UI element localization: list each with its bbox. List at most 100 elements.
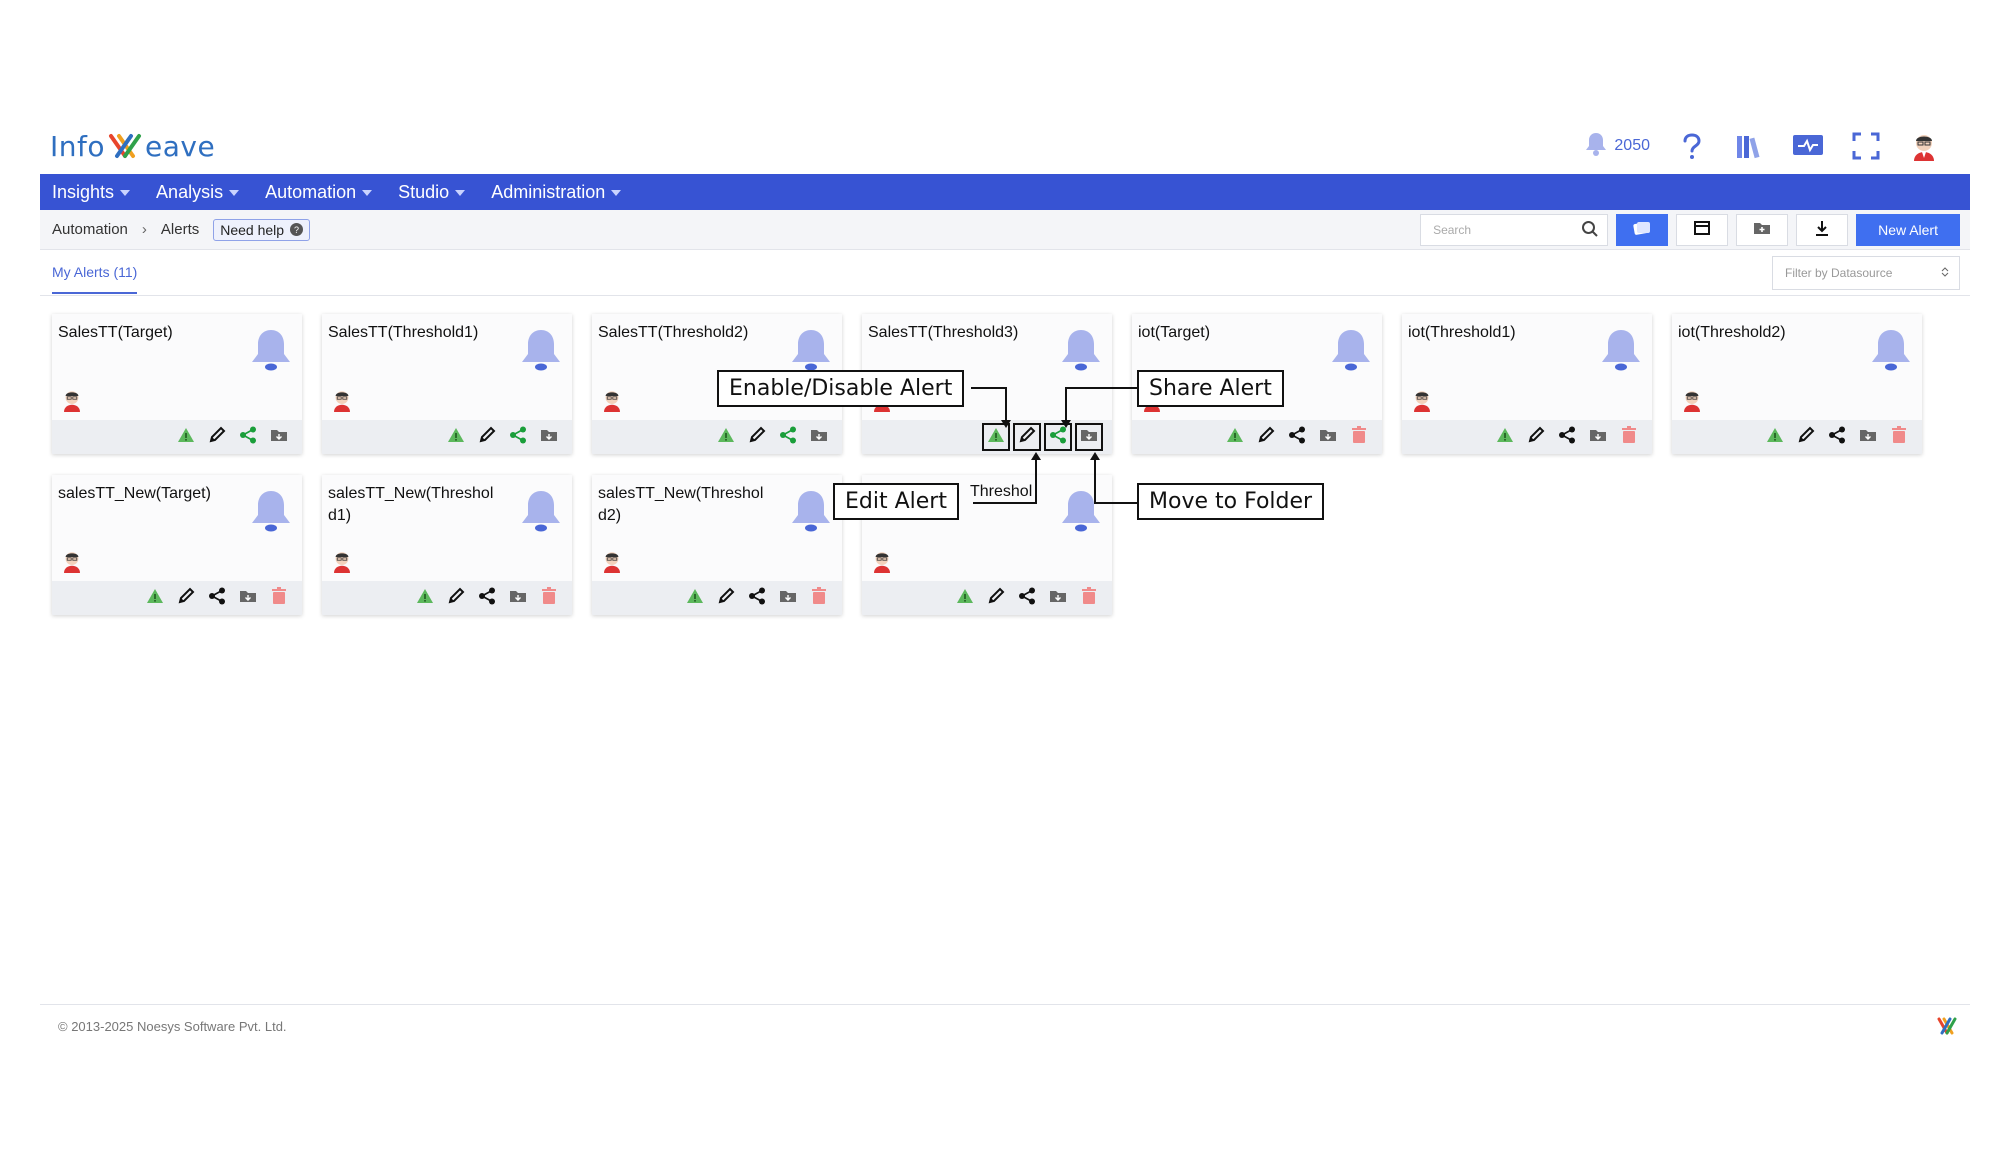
owner-avatar <box>600 549 624 573</box>
share-button[interactable] <box>1018 587 1036 607</box>
filter-placeholder: Filter by Datasource <box>1785 266 1893 280</box>
move-to-folder-button[interactable] <box>1049 589 1067 607</box>
alert-card-title[interactable]: iot(Threshold2) <box>1678 324 1786 341</box>
breadcrumb-automation[interactable]: Automation <box>52 221 128 238</box>
edit-button[interactable] <box>478 426 496 446</box>
library-icon[interactable] <box>1734 130 1766 162</box>
notifications[interactable]: 2050 <box>1584 131 1650 162</box>
nav-administration[interactable]: Administration <box>491 182 622 203</box>
delete-button[interactable] <box>270 586 288 607</box>
user-avatar[interactable] <box>1908 130 1940 162</box>
enable-disable-button[interactable] <box>956 588 974 607</box>
delete-button[interactable] <box>540 586 558 607</box>
share-button[interactable] <box>1288 426 1306 446</box>
delete-button[interactable] <box>1890 425 1908 446</box>
delete-button[interactable] <box>1080 586 1098 607</box>
move-to-folder-button[interactable] <box>779 589 797 607</box>
alert-card[interactable]: SalesTT(Threshold1) <box>322 314 572 454</box>
alert-card[interactable]: salesTT_New(Target) <box>52 475 302 615</box>
fullscreen-icon[interactable] <box>1850 130 1882 162</box>
share-button[interactable] <box>509 426 527 446</box>
alert-card-title[interactable]: SalesTT(Target) <box>58 324 173 341</box>
share-button[interactable] <box>1044 423 1072 451</box>
alert-card-title[interactable]: salesTT_New(Threshol d2) <box>598 485 764 524</box>
pencil-icon <box>987 587 1005 610</box>
move-to-folder-button[interactable] <box>270 428 288 446</box>
enable-disable-button[interactable] <box>146 588 164 607</box>
enable-disable-button[interactable] <box>686 588 704 607</box>
edit-button[interactable] <box>1797 426 1815 446</box>
share-button[interactable] <box>239 426 257 449</box>
edit-button[interactable] <box>177 587 195 607</box>
delete-button[interactable] <box>1620 425 1638 446</box>
move-to-folder-button[interactable] <box>1589 428 1607 446</box>
nav-automation[interactable]: Automation <box>265 182 373 203</box>
share-button[interactable] <box>208 587 226 607</box>
nav-studio[interactable]: Studio <box>398 182 466 203</box>
edit-button[interactable] <box>748 426 766 446</box>
move-to-folder-button[interactable] <box>1319 428 1337 446</box>
edit-button[interactable] <box>208 426 226 446</box>
move-to-folder-button[interactable] <box>1859 428 1877 446</box>
alert-card-title[interactable]: iot(Target) <box>1138 324 1211 341</box>
need-help-button[interactable]: Need help ? <box>213 218 311 241</box>
share-icon <box>239 426 257 449</box>
enable-disable-button[interactable] <box>1766 427 1784 446</box>
alert-card[interactable]: SalesTT(Target) <box>52 314 302 454</box>
need-help-label: Need help <box>220 221 285 238</box>
edit-button[interactable] <box>447 587 465 607</box>
edit-button[interactable] <box>1527 426 1545 446</box>
alert-card[interactable]: iot(Threshold1) <box>1402 314 1652 454</box>
edit-button[interactable] <box>1013 423 1041 451</box>
help-icon[interactable] <box>1676 130 1708 162</box>
folder-move-icon <box>1319 427 1337 448</box>
alert-card-title[interactable]: SalesTT(Threshold3) <box>868 324 1019 341</box>
move-to-folder-button[interactable] <box>1075 423 1103 451</box>
alert-card[interactable]: salesTT_New(Threshol d1) <box>322 475 572 615</box>
share-button[interactable] <box>1558 426 1576 446</box>
alert-card-title[interactable]: SalesTT(Threshold1) <box>328 324 479 341</box>
datasource-filter-select[interactable]: Filter by Datasource <box>1772 256 1960 290</box>
enable-disable-button[interactable] <box>982 423 1010 451</box>
alert-card[interactable]: salesTT_New(Threshol d2) <box>592 475 842 615</box>
card-actions <box>1402 420 1652 454</box>
alert-card[interactable]: iot(Threshold2) <box>1672 314 1922 454</box>
card-actions <box>52 581 302 615</box>
new-folder-button[interactable] <box>1736 214 1789 246</box>
nav-analysis[interactable]: Analysis <box>156 182 240 203</box>
nav-insights[interactable]: Insights <box>52 182 131 203</box>
infoveave-logo[interactable]: Info eave <box>50 130 215 163</box>
edit-button[interactable] <box>717 587 735 607</box>
enable-disable-button[interactable] <box>447 427 465 446</box>
chevron-down-icon <box>455 190 466 196</box>
new-alert-button[interactable]: New Alert <box>1856 214 1960 246</box>
share-button[interactable] <box>779 426 797 446</box>
enable-disable-button[interactable] <box>717 427 735 446</box>
enable-disable-button[interactable] <box>177 427 195 446</box>
enable-disable-button[interactable] <box>416 588 434 607</box>
search-input[interactable]: Search <box>1420 214 1609 246</box>
share-button[interactable] <box>1828 426 1846 446</box>
move-to-folder-button[interactable] <box>509 589 527 607</box>
list-view-button[interactable] <box>1676 214 1729 246</box>
bell-icon <box>520 326 562 374</box>
alert-card-title[interactable]: SalesTT(Threshold2) <box>598 324 749 341</box>
delete-button[interactable] <box>810 586 828 607</box>
monitor-icon[interactable] <box>1792 130 1824 162</box>
alert-card-title[interactable]: salesTT_New(Threshol d1) <box>328 485 494 524</box>
move-to-folder-button[interactable] <box>810 428 828 446</box>
move-to-folder-button[interactable] <box>540 428 558 446</box>
download-button[interactable] <box>1796 214 1849 246</box>
enable-disable-button[interactable] <box>1496 427 1514 446</box>
share-button[interactable] <box>748 587 766 607</box>
alert-card-title[interactable]: salesTT_New(Target) <box>58 485 211 502</box>
share-button[interactable] <box>478 587 496 607</box>
move-to-folder-button[interactable] <box>239 589 257 607</box>
edit-button[interactable] <box>1257 426 1275 446</box>
delete-button[interactable] <box>1350 425 1368 446</box>
card-view-button[interactable] <box>1616 214 1669 246</box>
enable-disable-button[interactable] <box>1226 427 1244 446</box>
edit-button[interactable] <box>987 587 1005 610</box>
tab-my-alerts[interactable]: My Alerts (11) <box>52 264 138 294</box>
alert-card-title[interactable]: iot(Threshold1) <box>1408 324 1516 341</box>
